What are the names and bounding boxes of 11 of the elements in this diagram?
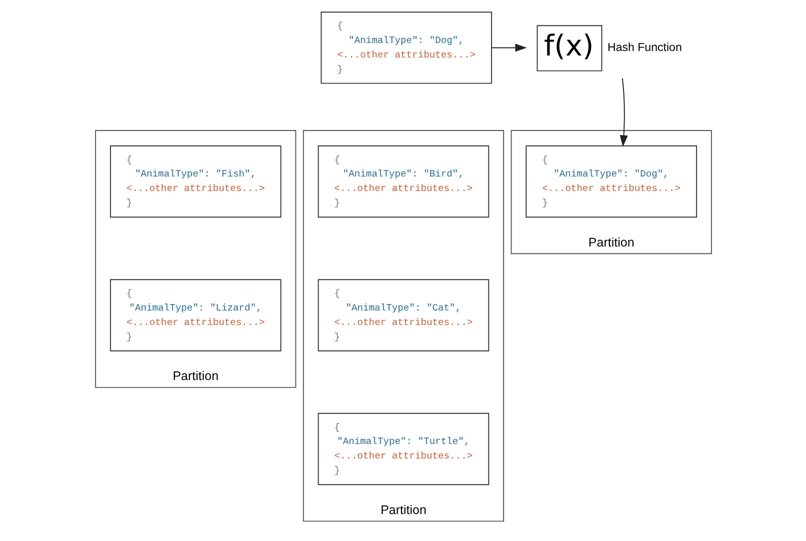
- node-box: { "AnimalType": "Bird", <...other attributes...> }: [317, 145, 489, 218]
- node-label: Hash Function: [607, 42, 682, 54]
- node-box: { "AnimalType": "Cat", <...other attributes...> }: [317, 279, 489, 352]
- node-box: { "AnimalType": "Dog", <...other attributes...> }: [525, 145, 697, 218]
- node-box: { "AnimalType": "Dog", <...other attributes...> }: [320, 12, 492, 84]
- node-box: f(x): [536, 25, 602, 72]
- arrow: [490, 44, 526, 52]
- node-box: { "AnimalType": "Lizard", <...other attributes...> }: [109, 279, 281, 352]
- arrow: [619, 78, 628, 147]
- node-box: { "AnimalType": "Turtle", <...other attributes...> }: [317, 412, 489, 486]
- node-box: { "AnimalType": "Fish", <...other attributes...> }: [109, 145, 281, 218]
